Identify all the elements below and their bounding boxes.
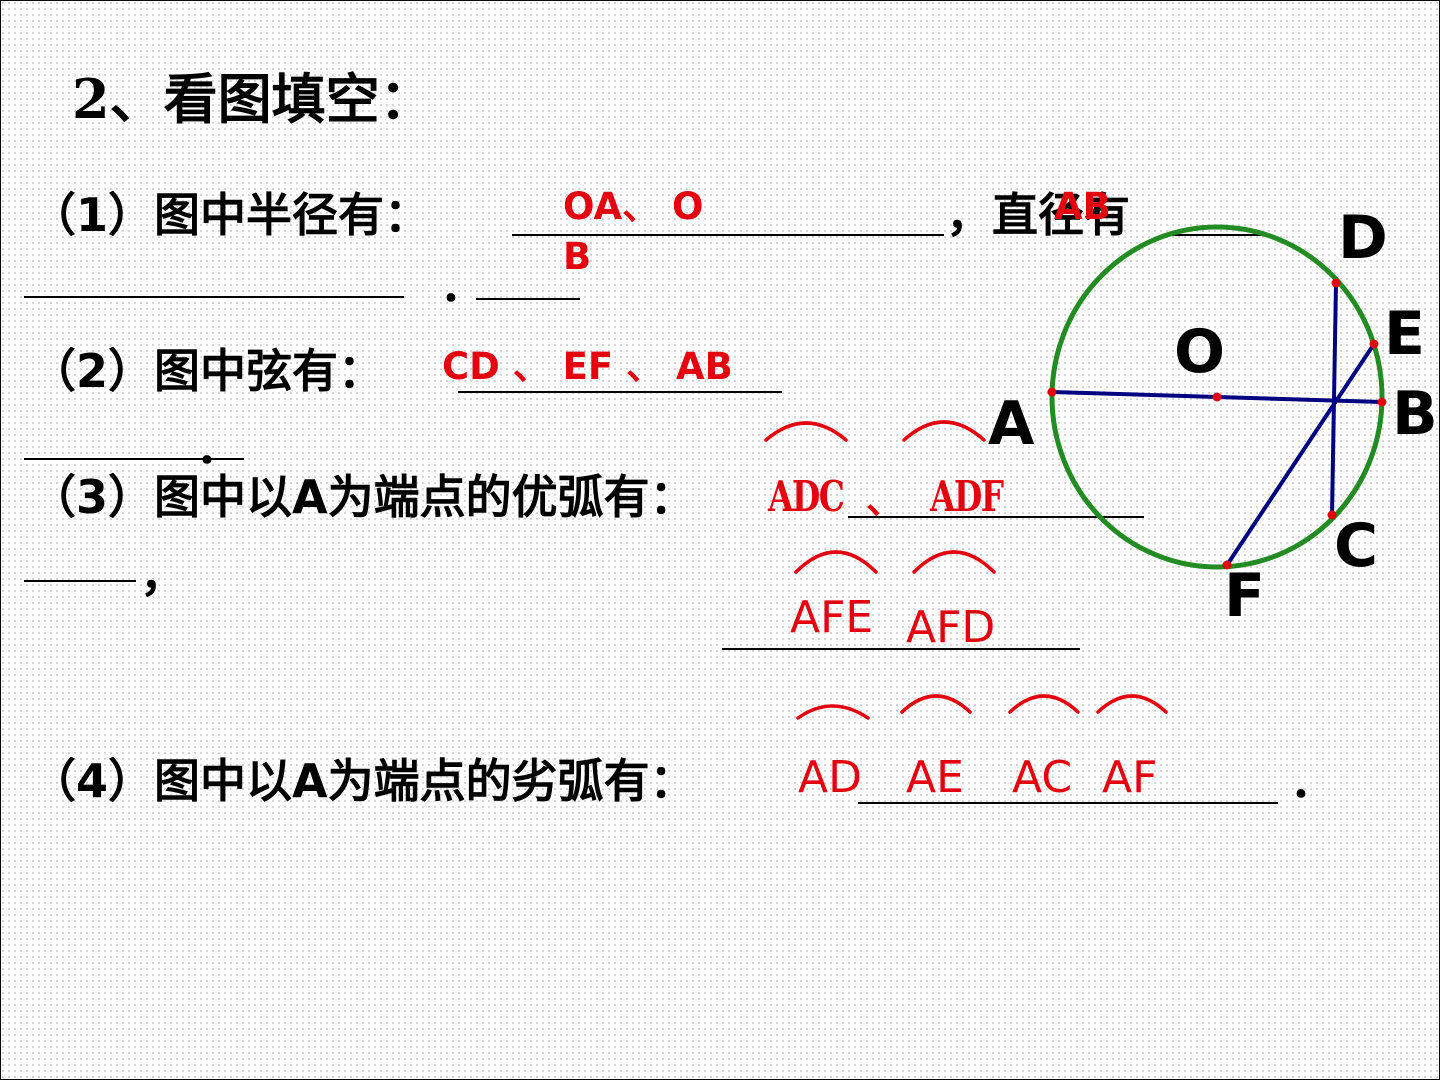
question-3-prefix: （3）图中以A为端点的优弧有： — [30, 470, 696, 524]
chord-cd — [1330, 281, 1338, 517]
question-1-blank-radius — [512, 234, 944, 236]
arc-symbol-ad — [796, 704, 870, 720]
point-e — [1369, 339, 1379, 349]
question-1-middle: ，直径有 — [946, 188, 1130, 242]
answer-major-arc-afd: AFD — [906, 602, 996, 653]
question-2-prefix: （2）图中弦有： — [30, 344, 385, 398]
label-b: B — [1392, 379, 1438, 449]
question-1-prefix: （1）图中半径有： — [30, 188, 431, 242]
label-a: A — [988, 389, 1035, 459]
point-a — [1047, 387, 1057, 397]
question-1-blank-line2 — [24, 296, 404, 298]
point-o — [1212, 392, 1222, 402]
question-3-blank-line2 — [24, 580, 136, 582]
arc-symbol-ae — [900, 694, 972, 714]
question-4-end: ． — [1290, 754, 1336, 808]
answer-chords: CD 、 EF 、 AB — [442, 345, 733, 388]
page-title: 2、看图填空： — [72, 67, 434, 131]
arc-symbol-afe — [794, 550, 878, 574]
point-c — [1327, 510, 1337, 520]
question-4-prefix: （4）图中以A为端点的劣弧有： — [30, 754, 696, 808]
answer-major-arc-separator: 、 — [866, 479, 903, 522]
circle-o — [1049, 224, 1385, 570]
question-1-end: ． — [440, 258, 486, 312]
question-2-blank — [458, 391, 782, 393]
arc-symbol-adf — [902, 420, 986, 442]
answer-minor-arc-ac: AC — [1012, 752, 1073, 803]
point-d — [1331, 278, 1341, 288]
answer-major-arc-adf: ADF — [930, 472, 1004, 521]
question-1-blank-diameter-a — [1163, 234, 1269, 236]
answer-minor-arc-af: AF — [1102, 752, 1158, 803]
question-3-blank-line3 — [722, 648, 1080, 650]
arc-symbol-ac — [1008, 694, 1080, 714]
question-3-blank — [848, 516, 1144, 518]
answer-minor-arc-ae: AE — [906, 752, 964, 803]
label-d: D — [1338, 203, 1388, 273]
label-o: O — [1174, 317, 1226, 387]
question-3-end: ， — [140, 548, 186, 602]
question-2-end: ． — [196, 420, 242, 474]
question-2-blank-line2 — [24, 458, 244, 460]
points — [1047, 278, 1387, 570]
answer-major-arc-afe: AFE — [790, 592, 874, 643]
arc-symbol-adc — [764, 421, 848, 442]
label-e: E — [1384, 299, 1425, 369]
label-c: C — [1334, 511, 1379, 581]
arc-symbol-afd — [912, 550, 996, 574]
label-f: F — [1224, 561, 1265, 631]
answer-major-arc-adc: ADC — [768, 472, 845, 521]
question-1-blank-diameter-b — [476, 298, 580, 300]
question-4-blank — [858, 802, 1278, 804]
answer-radii-line1: OA、 O — [563, 185, 704, 228]
arc-symbol-af — [1096, 694, 1168, 714]
point-f — [1222, 560, 1232, 570]
point-b — [1377, 397, 1387, 407]
chord-ef — [1225, 342, 1376, 567]
answer-diameter: AB — [1054, 185, 1111, 228]
arc-symbols — [764, 420, 1168, 720]
answer-radii-line2: B — [563, 235, 592, 278]
answer-minor-arc-ad: AD — [798, 752, 862, 803]
